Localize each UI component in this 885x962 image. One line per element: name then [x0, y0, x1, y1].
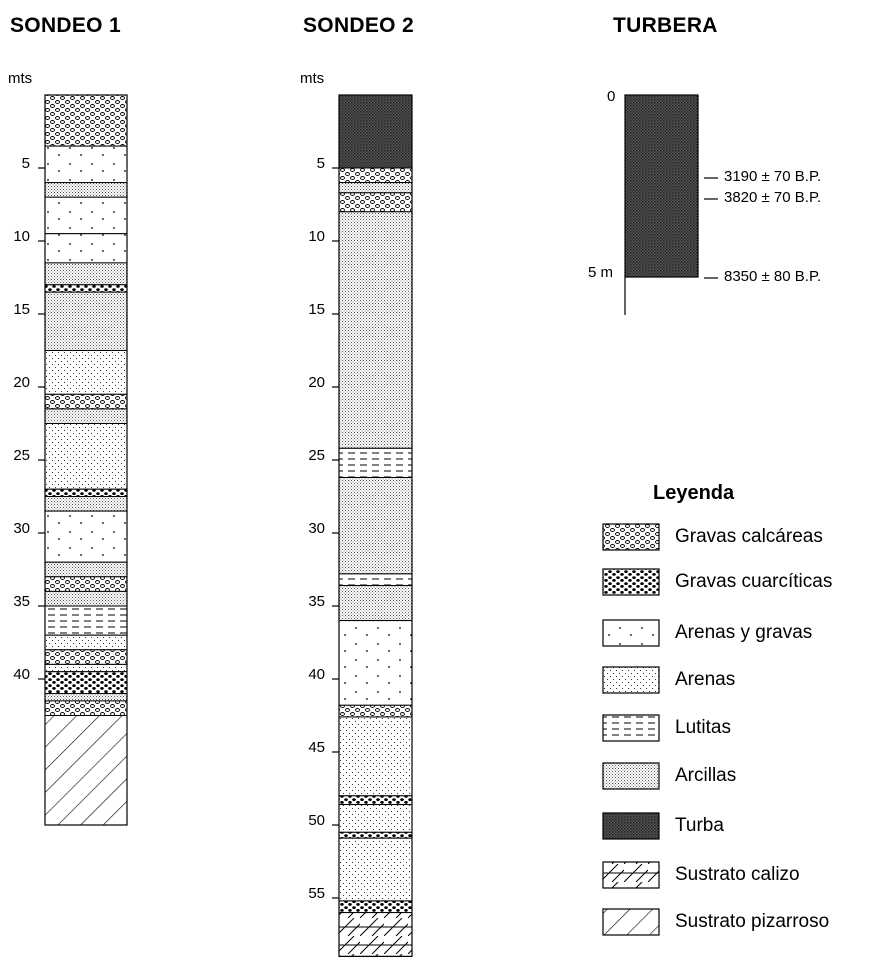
layer-gravas-calcareas [44, 94, 128, 147]
sondeo-1-title: SONDEO 1 [10, 14, 121, 37]
layer-arcillas [44, 291, 128, 352]
turbera-top-label: 0 [607, 88, 616, 105]
sondeo-1-column [38, 94, 128, 826]
sondeo-2-depth-label: 10 [308, 228, 325, 245]
turbera-column [624, 94, 718, 315]
layer-lutitas [338, 573, 413, 587]
legend-label: Lutitas [675, 717, 731, 738]
layer-gravas-calcareas [44, 576, 128, 592]
layer-arenas [338, 837, 413, 902]
legend-swatch-arenas [602, 666, 660, 694]
layer-gravas-calcareas [338, 167, 413, 184]
sondeo-2-depth-label: 20 [308, 374, 325, 391]
layer-arcillas [44, 590, 128, 607]
legend-swatch-lutitas [602, 714, 660, 742]
legend-swatches [602, 523, 660, 936]
legend-title: Leyenda [653, 482, 735, 504]
layer-arcillas [44, 496, 128, 512]
legend-swatch-gravas-calcareas [602, 523, 660, 551]
legend-swatch-turba [602, 812, 660, 840]
layer-arcillas [338, 477, 413, 575]
layer-arenas-gravas [44, 233, 128, 264]
sondeo-2-depth-label: 25 [308, 447, 325, 464]
legend-label: Arenas y gravas [675, 622, 813, 643]
sondeo-2-depth-label: 45 [308, 739, 325, 756]
layer-arenas [44, 634, 128, 651]
legend-label: Gravas cuarcíticas [675, 571, 833, 592]
layer-turba [338, 94, 413, 169]
column-border [338, 94, 413, 958]
legend-swatch-arcillas [602, 762, 660, 790]
turbera-date-label: 3190 ± 70 B.P. [724, 168, 822, 185]
layer-arenas-gravas [338, 620, 413, 706]
layer-gravas-calcareas [44, 393, 128, 410]
layer-arcillas [44, 408, 128, 424]
legend-label: Arenas [675, 669, 736, 690]
layer-sustrato-pizarroso [44, 715, 128, 826]
turbera-title: TURBERA [613, 14, 718, 37]
sondeo-2-unit-label: mts [300, 70, 325, 87]
turbera-bottom-label: 5 m [588, 264, 614, 281]
layer-arenas [338, 804, 413, 833]
layer-arenas [44, 423, 128, 490]
sondeo-1-unit-label: mts [8, 70, 33, 87]
layer-arenas [338, 716, 413, 797]
sondeo-2-depth-label: 50 [308, 812, 325, 829]
layer-arenas-gravas [44, 196, 128, 235]
layer-lutitas [44, 605, 128, 636]
legend-label: Turba [675, 815, 724, 836]
layer-arcillas [44, 693, 128, 702]
layer-arcillas [338, 182, 413, 194]
layer-arcillas [44, 561, 128, 578]
legend-swatch-gravas-cuarciticas [602, 568, 660, 596]
legend-label: Arcillas [675, 765, 737, 786]
layer-arcillas [338, 585, 413, 622]
sondeo-1-depth-label: 10 [13, 228, 30, 245]
sondeo-1-depth-label: 20 [13, 374, 30, 391]
layer-sustrato-calizo [338, 912, 413, 957]
legend-label: Sustrato calizo [675, 864, 800, 885]
layer-arenas [44, 350, 128, 395]
layer-gravas-calcareas [338, 192, 413, 213]
sondeo-2-title: SONDEO 2 [303, 14, 414, 37]
turba-layer [624, 94, 699, 278]
sondeo-1-depth-label: 15 [13, 301, 30, 318]
layer-arcillas [44, 182, 128, 198]
turbera-date-label: 3820 ± 70 B.P. [724, 189, 822, 206]
sondeo-2-depth-label: 40 [308, 666, 325, 683]
layer-gravas-cuarciticas [44, 488, 128, 498]
turbera-date-label: 8350 ± 80 B.P. [724, 268, 822, 285]
sondeo-2-depth-label: 15 [308, 301, 325, 318]
legend-label: Gravas calcáreas [675, 526, 823, 547]
sondeo-1-depth-label: 5 [21, 155, 30, 172]
legend-swatch-sustrato-calizo [602, 861, 660, 889]
sondeo-1-depth-label: 30 [13, 520, 30, 537]
layer-gravas-cuarciticas [338, 900, 413, 914]
sondeo-2-depth-label: 35 [308, 593, 325, 610]
sondeo-2-depth-label: 55 [308, 885, 325, 902]
layer-gravas-cuarciticas [338, 795, 413, 806]
legend-label: Sustrato pizarroso [675, 911, 830, 932]
legend-swatch-arenas-gravas [602, 619, 660, 647]
layer-gravas-calcareas [338, 704, 413, 718]
layer-gravas-calcareas [44, 649, 128, 665]
layer-arenas-gravas [44, 510, 128, 563]
sondeo-1-depth-label: 25 [13, 447, 30, 464]
sondeo-2-depth-label: 5 [316, 155, 325, 172]
layer-lutitas [338, 447, 413, 479]
sondeo-1-depth-label: 35 [13, 593, 30, 610]
sondeo-2-column [332, 94, 413, 958]
layer-arcillas [338, 211, 413, 449]
layer-gravas-calcareas [44, 700, 128, 717]
sondeo-2-depth-label: 30 [308, 520, 325, 537]
sondeo-1-depth-label: 40 [13, 666, 30, 683]
layer-arcillas [44, 262, 128, 286]
layer-gravas-cuarciticas [338, 831, 413, 839]
layer-gravas-cuarciticas [44, 671, 128, 695]
layer-gravas-cuarciticas [44, 284, 128, 293]
legend-swatch-sustrato-pizarroso [602, 908, 660, 936]
layer-arenas [44, 663, 128, 673]
layer-arenas-gravas [44, 145, 128, 184]
